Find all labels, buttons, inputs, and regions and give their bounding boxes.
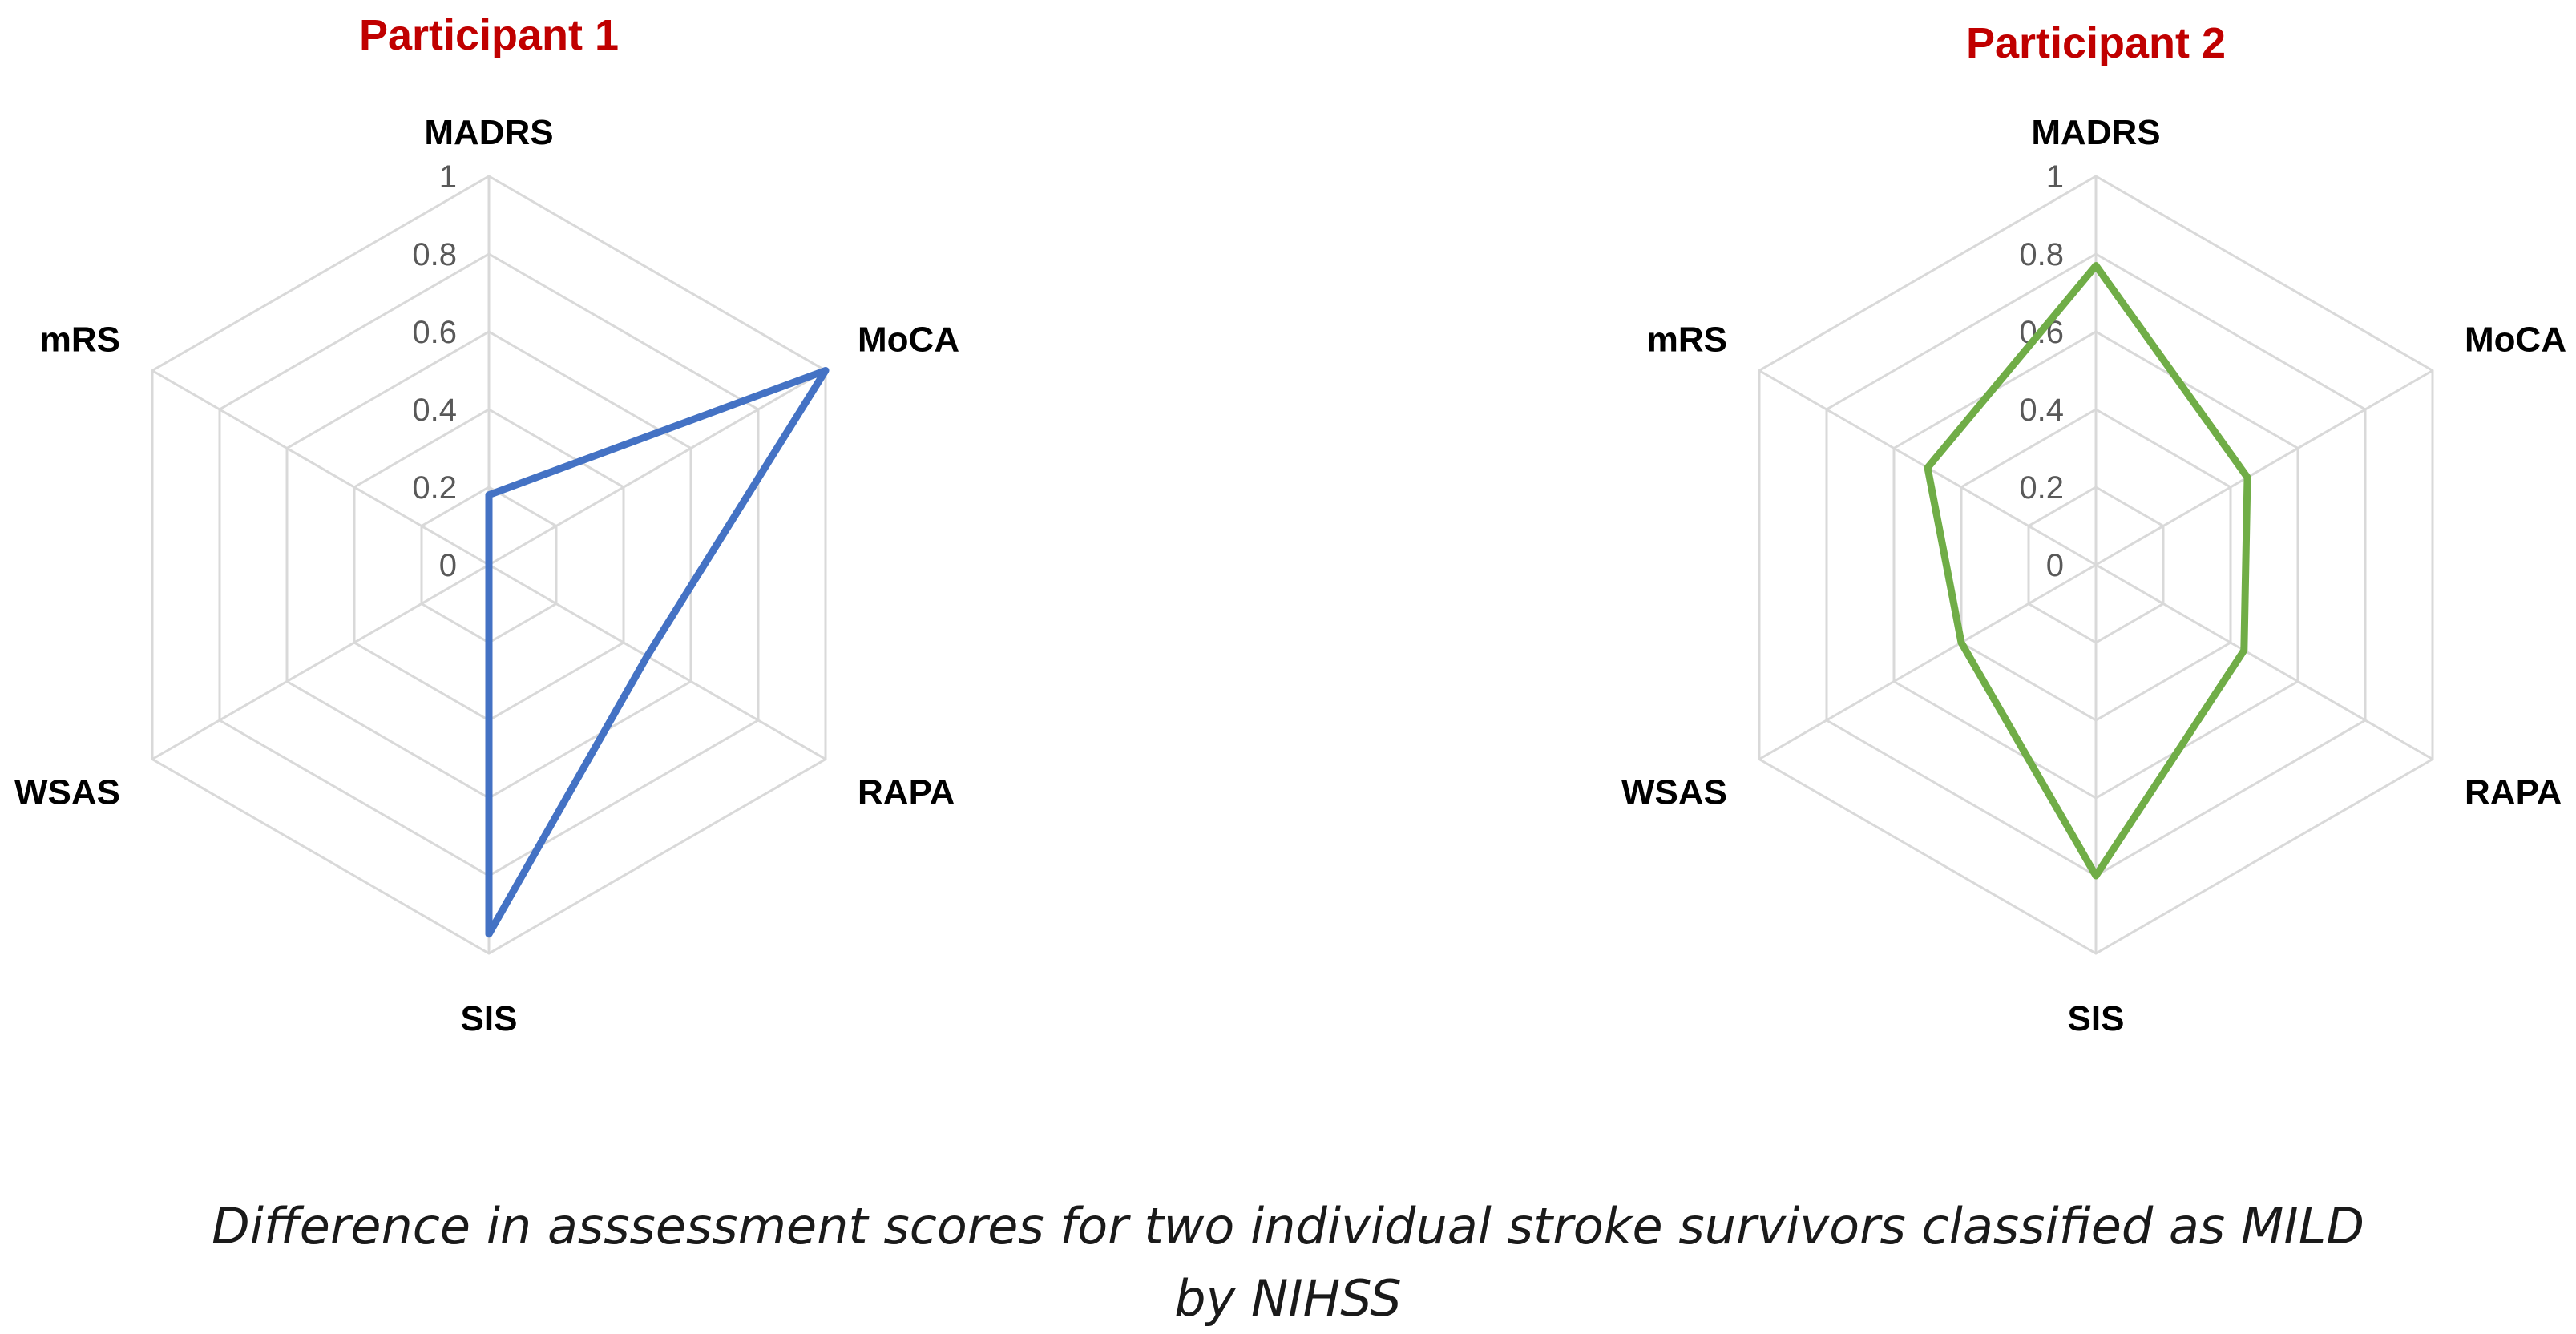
tick-label: 0.4 [412, 393, 457, 428]
radar-chart-1: 0 0.2 0.4 0.6 0.8 1 MADRS MoCA RAPA SIS WSAS mRS Par… [14, 11, 959, 1038]
chart-title: Participant 2 [1966, 19, 2226, 67]
axis-spoke [151, 563, 490, 760]
axis-label-sis: SIS [2068, 999, 2125, 1038]
tick-label: 0.8 [2019, 237, 2064, 272]
tick-label: 1 [439, 159, 457, 195]
axis-spoke [151, 369, 490, 566]
axis-spoke [488, 369, 826, 566]
tick-label: 0.8 [412, 237, 457, 272]
axis-label-mrs: mRS [40, 320, 120, 360]
axis-spoke [2095, 563, 2433, 760]
axis-label-sis: SIS [461, 999, 518, 1038]
tick-label: 1 [2046, 159, 2064, 195]
axis-label-madrs: MADRS [424, 113, 553, 152]
tick-label: 0.2 [412, 470, 457, 506]
axis-label-moca: MoCA [2465, 320, 2566, 360]
axis-label-mrs: mRS [1647, 320, 1727, 360]
figure-caption-line-2: by NIHSS [1174, 1269, 1402, 1328]
figure-caption-line-1: Difference in asssessment scores for two… [211, 1197, 2364, 1255]
axis-label-rapa: RAPA [858, 773, 955, 812]
axis-label-wsas: WSAS [14, 773, 120, 812]
axis-label-moca: MoCA [858, 320, 959, 360]
axis-spoke [1758, 563, 2097, 760]
tick-label: 0.4 [2019, 393, 2064, 428]
series-line-1 [1924, 262, 2251, 880]
series-line-1 [485, 367, 830, 938]
tick-label: 0 [2046, 548, 2064, 583]
chart-title: Participant 1 [359, 11, 619, 59]
radar-chart-2: 00.20.40.60.81MADRSMoCARAPASISWSASmRSPar… [1621, 19, 2566, 1038]
axis-label-madrs: MADRS [2031, 113, 2160, 152]
axis-label-rapa: RAPA [2465, 773, 2562, 812]
axis-spoke [2095, 369, 2433, 566]
tick-label: 0 [439, 548, 457, 583]
tick-label: 0.6 [412, 315, 457, 350]
tick-label: 0.2 [2019, 470, 2064, 506]
axis-label-wsas: WSAS [1621, 773, 1727, 812]
axis-spoke [488, 563, 826, 760]
